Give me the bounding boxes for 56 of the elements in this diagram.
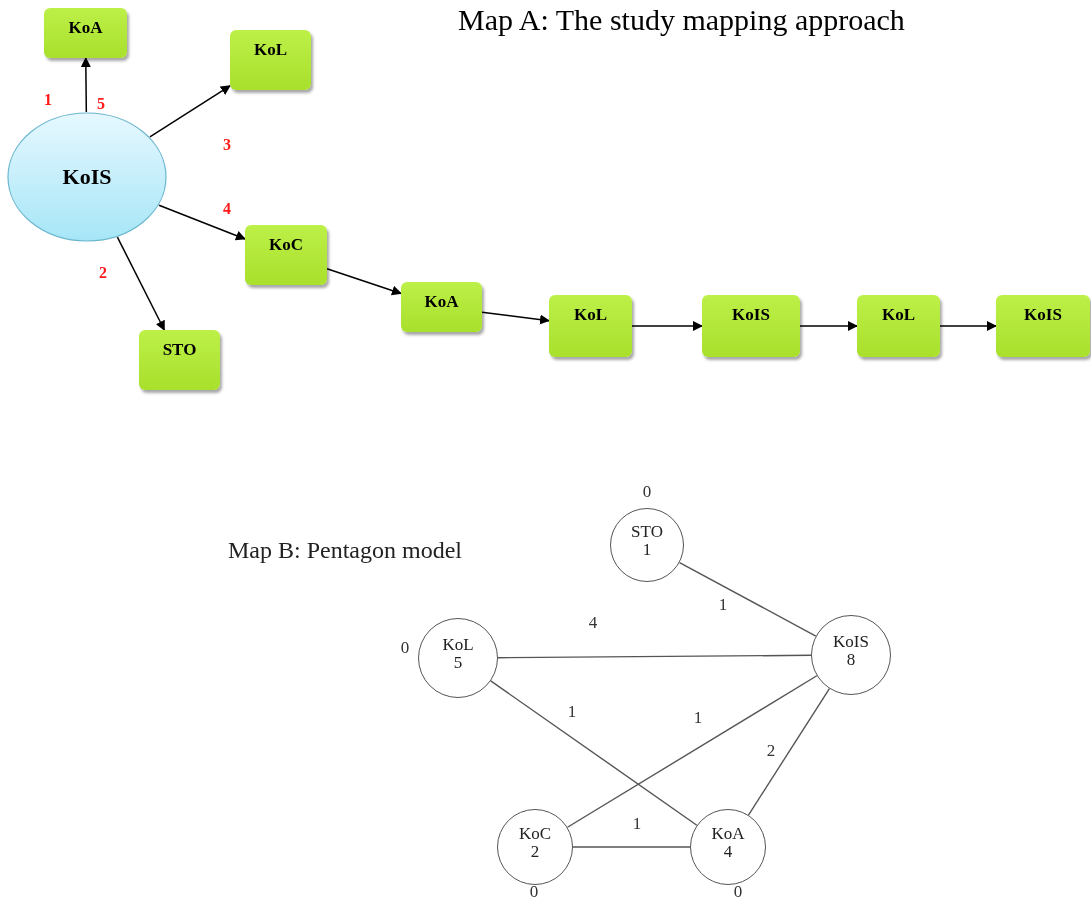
ellipse-node — [7, 112, 167, 242]
connector-line — [572, 846, 691, 848]
arrow — [158, 204, 246, 241]
node-label: KoL — [442, 636, 474, 654]
node-label: STO — [631, 523, 663, 541]
node-label: KoA — [711, 825, 745, 843]
node-label: STO — [162, 340, 197, 360]
diagram-title: Map A: The study mapping approach — [458, 3, 905, 37]
node-value: 2 — [530, 843, 540, 861]
node-label: KoIS — [833, 633, 869, 651]
node-label: KoIS — [62, 164, 112, 190]
process-box — [702, 295, 800, 357]
node-label: KoA — [424, 292, 459, 312]
arrow — [80, 57, 91, 113]
process-box — [245, 225, 327, 285]
process-box — [996, 295, 1090, 357]
process-box — [44, 8, 127, 58]
node-annotation: 0 — [733, 882, 743, 902]
process-box — [549, 295, 632, 357]
node-label: KoC — [518, 825, 552, 843]
connector-line — [747, 687, 831, 816]
arrow — [631, 321, 703, 331]
process-box — [857, 295, 940, 357]
arrow — [799, 321, 858, 331]
node-label: KoL — [253, 40, 288, 60]
process-box — [230, 30, 311, 90]
arrow — [326, 267, 402, 296]
arrow — [481, 311, 550, 325]
arrow — [149, 85, 231, 138]
arrow — [116, 236, 166, 331]
connector-line — [490, 680, 698, 826]
node-annotation: 0 — [400, 638, 410, 658]
section-heading: Map B: Pentagon model — [228, 537, 462, 564]
node-value: 1 — [642, 541, 652, 559]
callout-number: 3 — [223, 136, 231, 154]
node-label: KoL — [881, 305, 916, 325]
process-box — [401, 282, 482, 332]
node-label: KoC — [269, 235, 303, 255]
node-value: 4 — [723, 843, 733, 861]
node-label: KoIS — [1024, 305, 1062, 325]
connector-line — [497, 654, 812, 659]
node-label: KoA — [68, 18, 103, 38]
process-box — [139, 330, 220, 390]
callout-number: 5 — [97, 95, 105, 113]
node-annotation: 0 — [529, 882, 539, 902]
callout-number: 2 — [99, 264, 107, 282]
connector-line — [678, 561, 817, 637]
node-annotation: 0 — [642, 482, 652, 502]
node-label: KoL — [573, 305, 608, 325]
node-value: 8 — [846, 651, 856, 669]
callout-number: 1 — [44, 91, 52, 109]
callout-number: 4 — [223, 200, 231, 218]
node-label: KoIS — [732, 305, 770, 325]
connector-line — [566, 675, 818, 828]
arrow — [939, 321, 997, 331]
node-value: 5 — [453, 654, 463, 672]
